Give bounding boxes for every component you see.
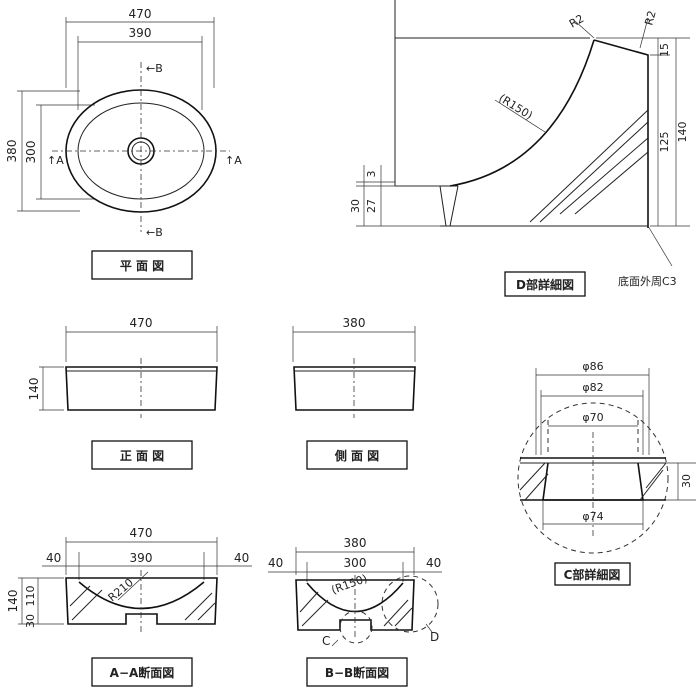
- plan-section-b-bottom: ←B: [146, 226, 163, 239]
- detail-d-radius: (R150): [496, 92, 534, 123]
- section-bb-margin-right: 40: [426, 556, 441, 570]
- detail-d-view: R2 R2 (R150) 15 125 140 3 27 30 底面外周C3 D…: [349, 0, 690, 297]
- detail-d-h27: 27: [365, 199, 378, 213]
- section-aa-margin-right: 40: [234, 551, 249, 565]
- side-view-title: 側 面 図: [334, 448, 379, 463]
- section-bb-radius: (R150): [330, 572, 369, 597]
- plan-depth-dim: 380: [5, 140, 19, 163]
- side-width-dim: 380: [343, 316, 366, 330]
- detail-d-h140: 140: [676, 122, 689, 143]
- detail-d-r2-right: R2: [642, 9, 658, 27]
- detail-c-d74: φ74: [582, 510, 603, 523]
- front-view-title: 正 面 図: [120, 449, 164, 463]
- section-aa-inner-width-dim: 390: [130, 551, 153, 565]
- section-aa-h110: 110: [24, 586, 37, 607]
- side-view: 380 側 面 図: [292, 316, 416, 470]
- plan-inner-depth-dim: 300: [24, 141, 38, 164]
- section-bb-margin-left: 40: [268, 556, 283, 570]
- detail-d-h15: 15: [658, 43, 671, 57]
- front-height-dim: 140: [27, 378, 41, 401]
- plan-view: 470 390 380 300 ←B ←B ↑A ↑A 平 面 図: [5, 7, 242, 280]
- detail-c-d86: φ86: [582, 360, 603, 373]
- section-bb-view: 380 300 40 40 (R150) C D B−B断面図: [268, 536, 442, 687]
- section-bb-detail-d: D: [430, 630, 439, 644]
- detail-d-h3: 3: [365, 171, 378, 178]
- plan-view-title: 平 面 図: [120, 259, 164, 273]
- section-aa-h30: 30: [24, 614, 37, 628]
- detail-d-note: 底面外周C3: [618, 274, 677, 288]
- detail-c-h30: 30: [680, 474, 693, 488]
- section-bb-inner-width-dim: 300: [344, 556, 367, 570]
- section-aa-radius: R210: [106, 576, 136, 604]
- detail-c-d70: φ70: [582, 411, 603, 424]
- section-aa-width-dim: 470: [130, 526, 153, 540]
- detail-c-view: φ86 φ82 φ70 φ74 30 C部詳細図: [517, 360, 696, 586]
- detail-c-d82: φ82: [582, 381, 603, 394]
- section-aa-title: A−A断面図: [110, 665, 175, 680]
- plan-section-b-top: ←B: [146, 62, 163, 75]
- section-aa-view: 470 390 40 40 R210 140 110 30 A−A断面図: [6, 526, 252, 687]
- plan-width-dim: 470: [129, 7, 152, 21]
- detail-c-title: C部詳細図: [564, 567, 621, 582]
- plan-inner-width-dim: 390: [129, 26, 152, 40]
- front-view: 470 140 正 面 図: [27, 316, 218, 470]
- detail-d-r2-left: R2: [567, 12, 586, 31]
- section-aa-height: 140: [6, 590, 20, 613]
- plan-section-a-left: ↑A: [47, 154, 64, 167]
- detail-d-h125: 125: [658, 132, 671, 153]
- detail-d-title: D部詳細図: [516, 277, 574, 292]
- section-aa-margin-left: 40: [46, 551, 61, 565]
- section-bb-detail-c: C: [322, 634, 330, 648]
- section-bb-title: B−B断面図: [325, 665, 389, 680]
- detail-d-h30: 30: [349, 199, 362, 213]
- front-width-dim: 470: [130, 316, 153, 330]
- section-bb-width-dim: 380: [344, 536, 367, 550]
- plan-section-a-right: ↑A: [225, 154, 242, 167]
